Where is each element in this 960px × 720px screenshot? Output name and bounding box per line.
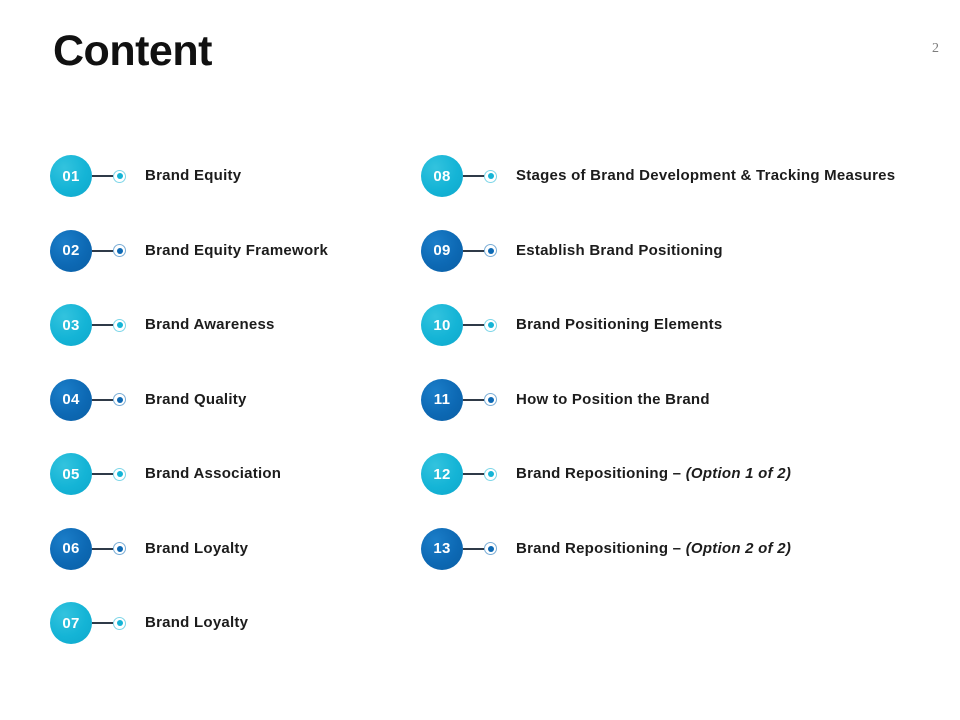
page-title: Content (53, 27, 212, 75)
connector-line (92, 622, 114, 624)
toc-item-label: How to Position the Brand (516, 390, 710, 408)
connector-line (463, 473, 485, 475)
toc-item-08[interactable]: 08 Stages of Brand Development & Tracking… (421, 155, 941, 197)
toc-item-label-emphasis: (Option 2 of 2) (685, 539, 792, 557)
toc-column-right: 08 Stages of Brand Development & Tracking… (421, 155, 941, 602)
toc-number-badge: 11 (421, 378, 463, 421)
toc-number-badge: 07 (50, 602, 92, 644)
toc-item-13[interactable]: 13 Brand Repositioning – (Option 2 of 2) (421, 527, 941, 570)
toc-item-03[interactable]: 03 Brand Awareness (50, 304, 400, 346)
bullet-dot-icon (484, 169, 497, 183)
bullet-dot-icon (484, 467, 497, 481)
toc-number-badge: 06 (50, 527, 92, 570)
connector-line (463, 249, 485, 252)
toc-number-badge: 09 (421, 229, 463, 272)
toc-item-label-emphasis: (Option 1 of 2) (685, 465, 792, 482)
toc-item-label: Brand Positioning Elements (516, 316, 723, 333)
toc-item-label: Brand Loyalty (145, 539, 249, 557)
bullet-dot-icon (484, 542, 497, 555)
toc-item-label: Brand Equity (145, 167, 242, 184)
toc-number-badge: 13 (421, 527, 463, 570)
toc-number-badge: 12 (421, 453, 463, 495)
connector-line (92, 324, 114, 326)
toc-item-label: Brand Repositioning – (Option 1 of 2) (516, 465, 941, 483)
toc-item-02[interactable]: 02 Brand Equity Framework (50, 229, 400, 272)
toc-item-label-text: Brand Repositioning – (516, 465, 686, 482)
toc-item-05[interactable]: 05 Brand Association (50, 453, 400, 495)
bullet-dot-icon (113, 244, 126, 257)
toc-item-label: Brand Equity Framework (145, 241, 329, 259)
toc-item-06[interactable]: 06 Brand Loyalty (50, 527, 400, 570)
bullet-dot-icon (484, 393, 497, 406)
connector-line (463, 324, 485, 326)
connector-line (92, 547, 114, 550)
bullet-dot-icon (113, 393, 126, 406)
connector-line (92, 249, 114, 252)
toc-number-badge: 04 (50, 378, 92, 421)
toc-number-badge: 02 (50, 229, 92, 272)
connector-line (463, 398, 485, 401)
toc-number-badge: 03 (50, 304, 92, 346)
toc-item-10[interactable]: 10 Brand Positioning Elements (421, 304, 941, 346)
connector-line (92, 398, 114, 401)
bullet-dot-icon (113, 467, 126, 481)
connector-line (463, 175, 485, 177)
toc-column-left: 01 Brand Equity 02 Brand Equity Framework 03… (50, 155, 400, 677)
toc-item-label: Stages of Brand Development & Tracking M… (516, 167, 896, 184)
bullet-dot-icon (113, 616, 126, 630)
page-number: 2 (932, 41, 939, 56)
toc-item-label: Brand Association (145, 465, 282, 482)
connector-line (463, 547, 485, 550)
bullet-dot-icon (113, 542, 126, 555)
toc-number-badge: 01 (50, 155, 92, 197)
toc-item-label: Brand Awareness (145, 316, 275, 333)
toc-item-07[interactable]: 07 Brand Loyalty (50, 602, 400, 644)
toc-item-label: Brand Quality (145, 390, 247, 408)
toc-item-01[interactable]: 01 Brand Equity (50, 155, 400, 197)
toc-item-label-text: Brand Repositioning – (516, 539, 686, 557)
toc-item-label: Establish Brand Positioning (516, 241, 723, 259)
bullet-dot-icon (484, 318, 497, 332)
toc-number-badge: 10 (421, 304, 463, 346)
toc-item-12[interactable]: 12 Brand Repositioning – (Option 1 of 2) (421, 453, 941, 495)
toc-item-label: Brand Loyalty (145, 614, 249, 631)
connector-line (92, 473, 114, 475)
toc-item-09[interactable]: 09 Establish Brand Positioning (421, 229, 941, 272)
toc-item-label: Brand Repositioning – (Option 2 of 2) (516, 540, 941, 558)
toc-item-04[interactable]: 04 Brand Quality (50, 378, 400, 421)
bullet-dot-icon (484, 244, 497, 257)
connector-line (92, 175, 114, 177)
bullet-dot-icon (113, 318, 126, 332)
bullet-dot-icon (113, 169, 126, 183)
toc-number-badge: 05 (50, 453, 92, 495)
toc-item-11[interactable]: 11 How to Position the Brand (421, 378, 941, 421)
toc-number-badge: 08 (421, 155, 463, 197)
